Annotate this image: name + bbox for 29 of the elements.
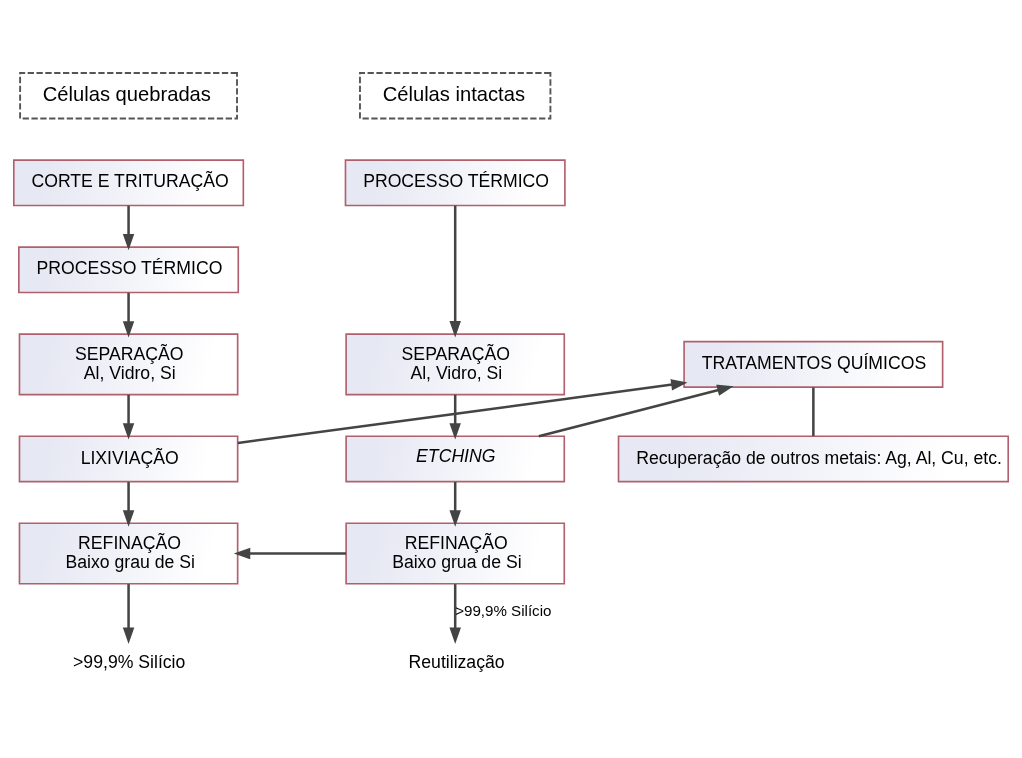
arrow: [122, 292, 135, 338]
arrow: [122, 205, 135, 250]
arrow: [237, 378, 688, 444]
node-box: PROCESSO TÉRMICO: [344, 158, 566, 206]
node-box: ETCHING: [345, 434, 566, 482]
node-box: SEPARAÇÃO Al, Vidro, Si: [345, 332, 566, 395]
node-box: TRATAMENTOS QUÍMICOS: [683, 340, 944, 388]
arrow: [233, 547, 346, 559]
arrow: [449, 205, 461, 338]
node-text: Reutilização: [408, 651, 505, 672]
arrow: [449, 394, 461, 440]
node-box: Recuperação de outros metais: Ag, Al, Cu, etc.: [617, 434, 1010, 482]
node-box: Células intactas: [359, 71, 552, 119]
node-box: SEPARAÇÃO Al, Vidro, Si: [18, 332, 239, 395]
arrow: [122, 394, 135, 440]
arrow: [449, 481, 461, 527]
node-box: CORTE E TRITURAÇÃO: [13, 158, 245, 206]
edge-label: >99,9% Silício: [455, 601, 552, 619]
node-box: LIXIVIAÇÃO: [18, 434, 239, 482]
arrow: [449, 583, 461, 644]
connector: [812, 386, 815, 436]
node-box: REFINAÇÃO Baixo grau de Si: [18, 521, 239, 585]
node-box: PROCESSO TÉRMICO: [18, 245, 240, 293]
node-text: >99,9% Silício: [73, 651, 186, 672]
node-box: REFINAÇÃO Baixo grua de Si: [345, 521, 566, 585]
arrow: [538, 384, 734, 437]
arrow: [122, 583, 135, 644]
node-box: Células quebradas: [19, 71, 238, 119]
arrow: [122, 481, 135, 527]
